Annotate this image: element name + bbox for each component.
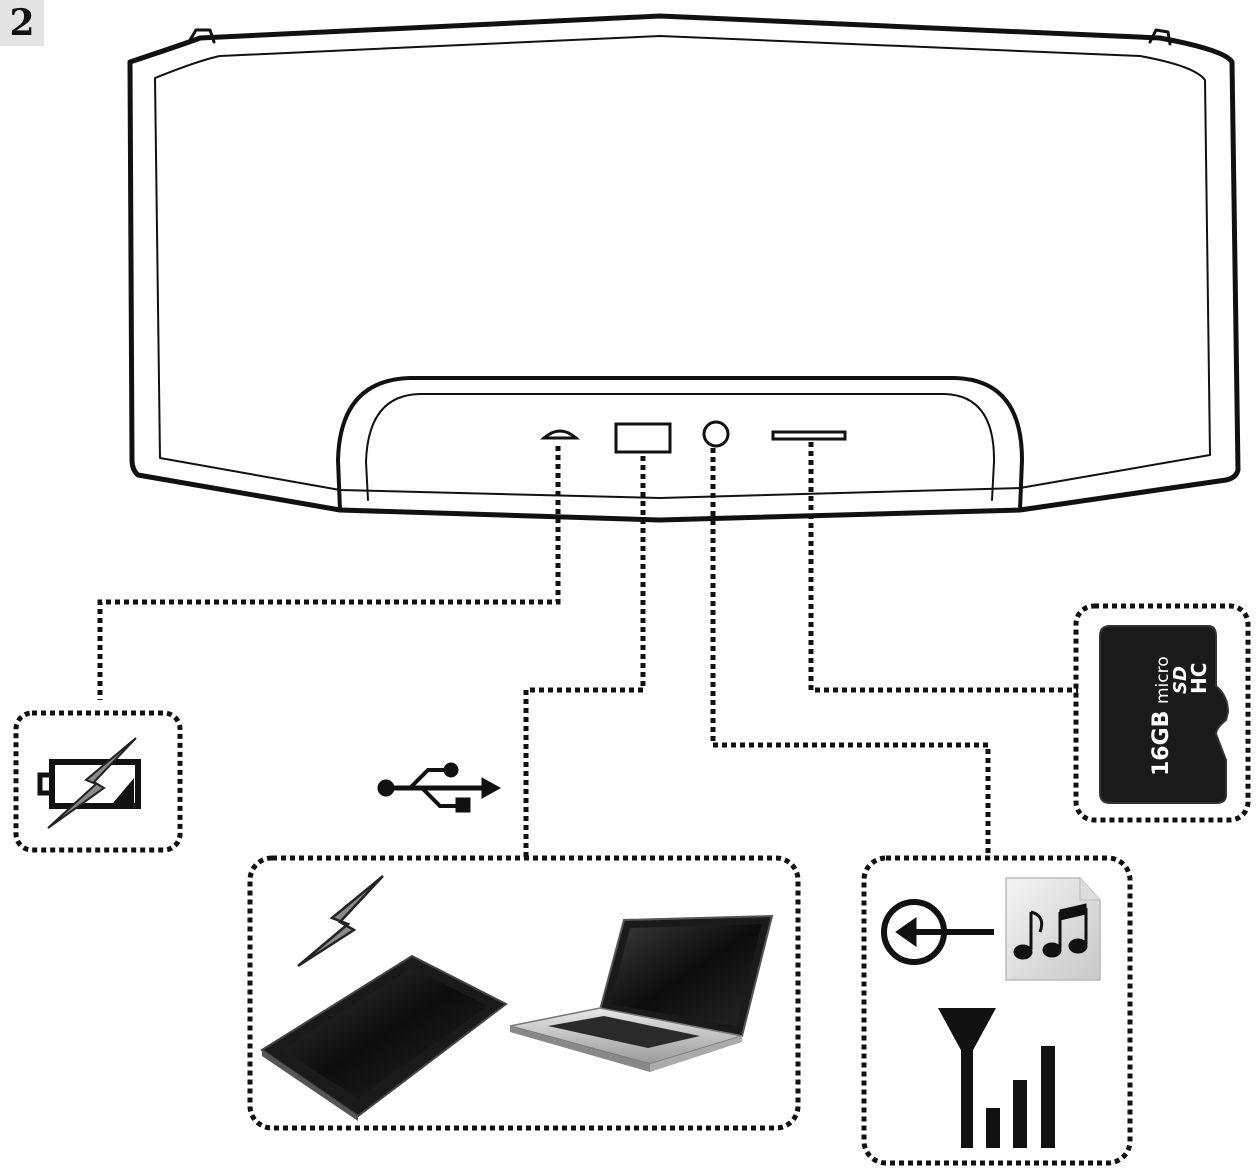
- device-box: [247, 855, 801, 1131]
- sd-capacity: 16GB: [1149, 711, 1174, 776]
- audio-input-icon: [881, 899, 994, 965]
- micro-sd-card-icon: 16GB micro SD HC: [1099, 625, 1230, 804]
- target-boxes: [13, 603, 1251, 1166]
- sd-line: [808, 442, 1078, 693]
- usb-port: [614, 422, 672, 454]
- micro-usb-port: [540, 429, 580, 440]
- speaker-body: [127, 13, 1241, 523]
- sd-class: HC: [1187, 663, 1211, 694]
- signal-strength-icon: [938, 1008, 1055, 1148]
- sd-logo: SD: [1170, 666, 1191, 694]
- sd-brand: micro: [1153, 656, 1173, 704]
- sd-box: [1073, 603, 1251, 823]
- port-panel: [540, 420, 847, 454]
- charge-box: [13, 710, 183, 853]
- battery-charging-icon: [37, 737, 141, 829]
- usb-icon: [377, 762, 502, 813]
- lightning-bolt-icon: [297, 875, 384, 968]
- aux-port: [702, 420, 730, 448]
- tablet-icon: [260, 954, 508, 1121]
- usb-line: [523, 456, 646, 858]
- step-number: 2: [0, 0, 44, 46]
- aux-line: [710, 448, 991, 858]
- connector-lines: [97, 442, 1078, 858]
- audio-box: [861, 855, 1133, 1166]
- laptop-icon: [509, 914, 774, 1072]
- sd-card-slot: [771, 430, 847, 441]
- music-note-icon: [1005, 877, 1101, 981]
- charge-line: [97, 446, 561, 700]
